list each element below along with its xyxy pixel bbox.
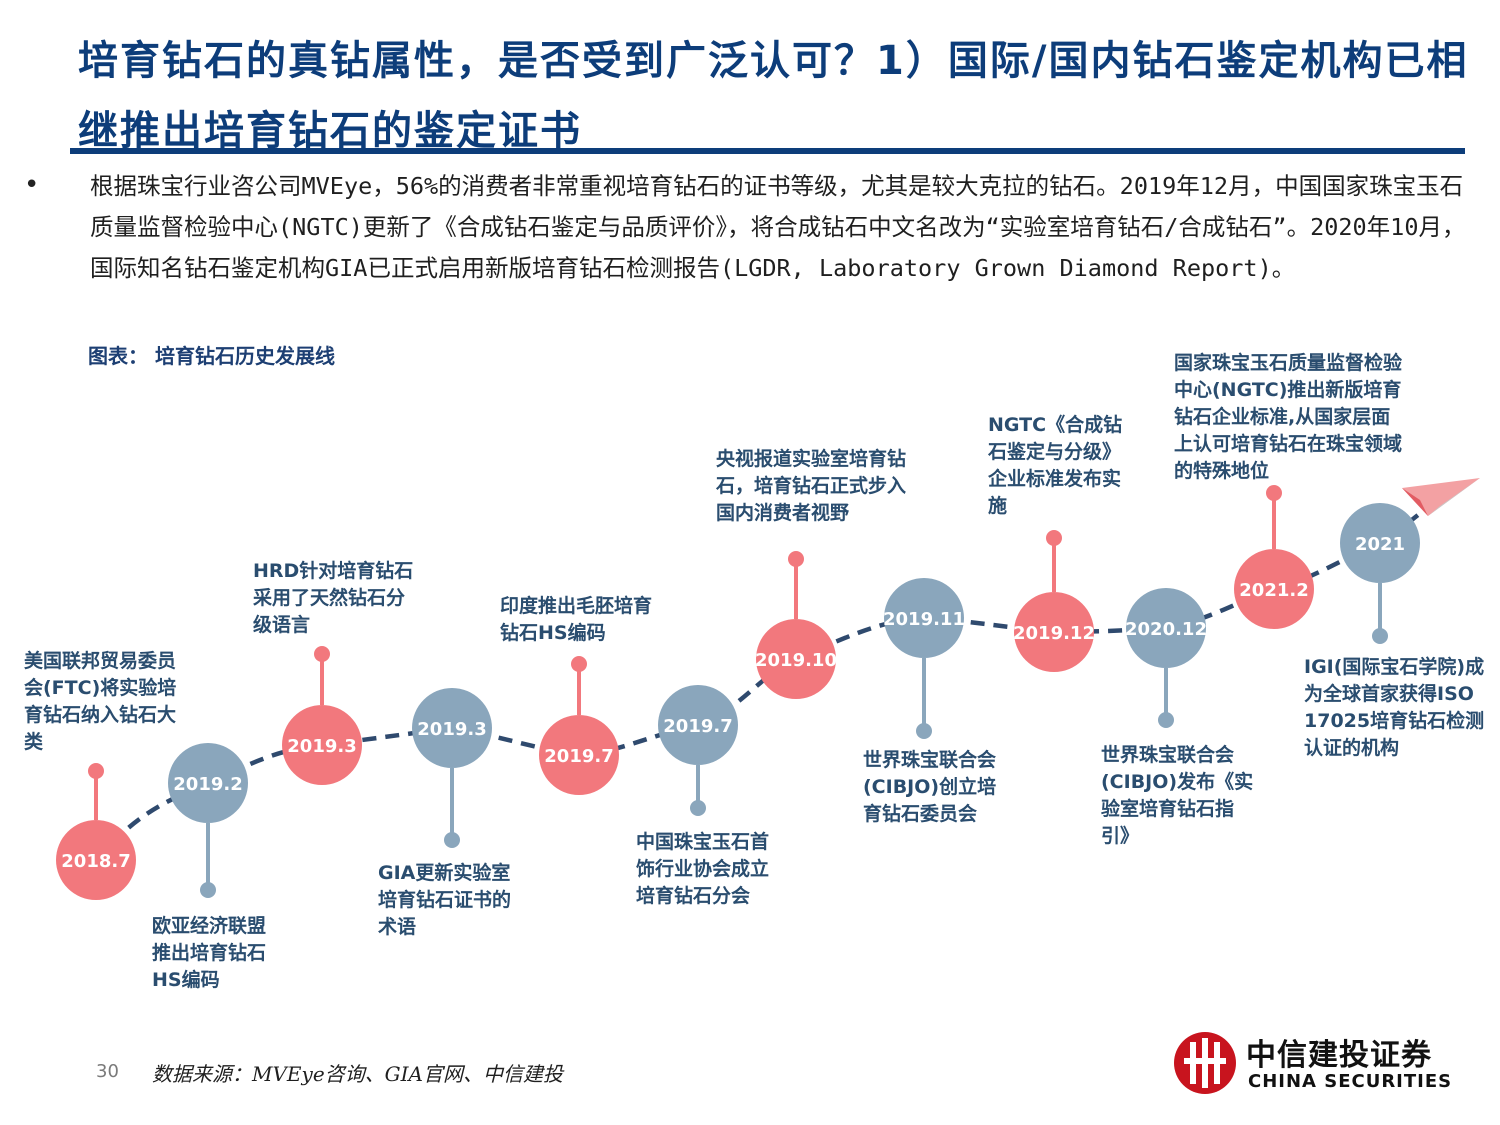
timeline-stem-dot-2 xyxy=(314,646,330,662)
timeline-event-text-1: 欧亚经济联盟推出培育钻石HS编码 xyxy=(152,915,267,991)
timeline-node-9 xyxy=(1126,588,1206,668)
timeline-stem-dot-8 xyxy=(1046,530,1062,546)
timeline-node-date-1: 2019.2 xyxy=(173,774,242,795)
timeline-event-text-6: 央视报道实验室培育钻石，培育钻石正式步入国内消费者视野 xyxy=(716,448,907,524)
timeline-node-7 xyxy=(884,578,964,658)
timeline-node-date-2: 2019.3 xyxy=(287,736,356,757)
timeline-nodes: 2018.7 2019.2 2019.3 2019.3 2019.7 2019.7 2019… xyxy=(56,503,1420,900)
timeline-node-2 xyxy=(282,705,362,785)
timeline-event-text-4: 印度推出毛胚培育钻石HS编码 xyxy=(500,595,653,644)
page-title: 培育钻石的真钻属性，是否受到广泛认可？1）国际/国内钻石鉴定机构已相继推出培育钻… xyxy=(78,38,1469,154)
timeline-stem-dot-3 xyxy=(444,832,460,848)
timeline-stem-dot-11 xyxy=(1372,628,1388,644)
timeline-event-text-10: 国家珠宝玉石质量监督检验中心(NGTC)推出新版培育钻石企业标准,从国家层面上认… xyxy=(1174,352,1403,482)
timeline-stem-dot-0 xyxy=(88,763,104,779)
source-note: 数据来源：MVEye咨询、GIA官网、中信建投 xyxy=(152,1062,563,1086)
timeline-node-date-6: 2019.10 xyxy=(755,650,837,671)
bullet-paragraph: 根据珠宝行业咨公司MVEye，56%的消费者非常重视培育钻石的证书等级，尤其是较… xyxy=(90,172,1466,282)
timeline-node-date-7: 2019.11 xyxy=(883,609,965,630)
timeline-node-date-5: 2019.7 xyxy=(663,716,732,737)
timeline-event-text-11: IGI(国际宝石学院)成为全球首家获得ISO 17025培育钻石检测认证的机构 xyxy=(1304,656,1485,759)
timeline-stem-dot-6 xyxy=(788,551,804,567)
timeline-event-text-2: HRD针对培育钻石采用了天然钻石分级语言 xyxy=(253,560,414,636)
timeline-node-4 xyxy=(539,715,619,795)
logo-name-en: CHINA SECURITIES xyxy=(1248,1071,1453,1092)
timeline-event-text-5: 中国珠宝玉石首饰行业协会成立培育钻石分会 xyxy=(636,831,770,907)
timeline-node-date-11: 2021 xyxy=(1355,534,1405,555)
timeline-node-8 xyxy=(1014,592,1094,672)
timeline-node-date-8: 2019.12 xyxy=(1013,623,1095,644)
timeline-stem-dot-10 xyxy=(1266,485,1282,501)
timeline-node-0 xyxy=(56,820,136,900)
timeline-node-date-4: 2019.7 xyxy=(544,746,613,767)
timeline-node-11 xyxy=(1340,503,1420,583)
timeline-event-text-0: 美国联邦贸易委员会(FTC)将实验培育钻石纳入钻石大类 xyxy=(24,650,177,753)
page-number: 30 xyxy=(96,1061,119,1082)
timeline-node-5 xyxy=(658,685,738,765)
paper-plane-icon xyxy=(1402,478,1480,516)
figure-caption: 图表： 培育钻石历史发展线 xyxy=(88,344,335,368)
timeline-stem-dot-4 xyxy=(571,656,587,672)
timeline-stem-dot-5 xyxy=(690,800,706,816)
timeline-node-3 xyxy=(412,688,492,768)
title-underline xyxy=(70,148,1465,154)
timeline-node-date-10: 2021.2 xyxy=(1239,580,1308,601)
bullet-marker: • xyxy=(24,170,40,200)
timeline-node-1 xyxy=(168,743,248,823)
timeline-event-text-9: 世界珠宝联合会(CIBJO)发布《实验室培育钻石指引》 xyxy=(1101,744,1254,847)
timeline-stem-dot-7 xyxy=(916,723,932,739)
timeline-node-date-3: 2019.3 xyxy=(417,719,486,740)
timeline-node-6 xyxy=(756,619,836,699)
citic-logo-icon xyxy=(1174,1032,1236,1094)
timeline-stem-dot-1 xyxy=(200,882,216,898)
timeline-node-date-0: 2018.7 xyxy=(61,851,130,872)
timeline-event-text-3: GIA更新实验室培育钻石证书的术语 xyxy=(378,862,512,938)
timeline-event-text-8: NGTC《合成钻石鉴定与分级》企业标准发布实施 xyxy=(988,414,1123,517)
timeline-stem-dot-9 xyxy=(1158,712,1174,728)
logo-name-cn: 中信建投证券 xyxy=(1246,1038,1432,1073)
timeline-node-10 xyxy=(1234,549,1314,629)
timeline-stems xyxy=(88,485,1388,898)
timeline-node-date-9: 2020.12 xyxy=(1125,619,1207,640)
timeline-event-text-7: 世界珠宝联合会(CIBJO)创立培育钻石委员会 xyxy=(863,749,997,825)
